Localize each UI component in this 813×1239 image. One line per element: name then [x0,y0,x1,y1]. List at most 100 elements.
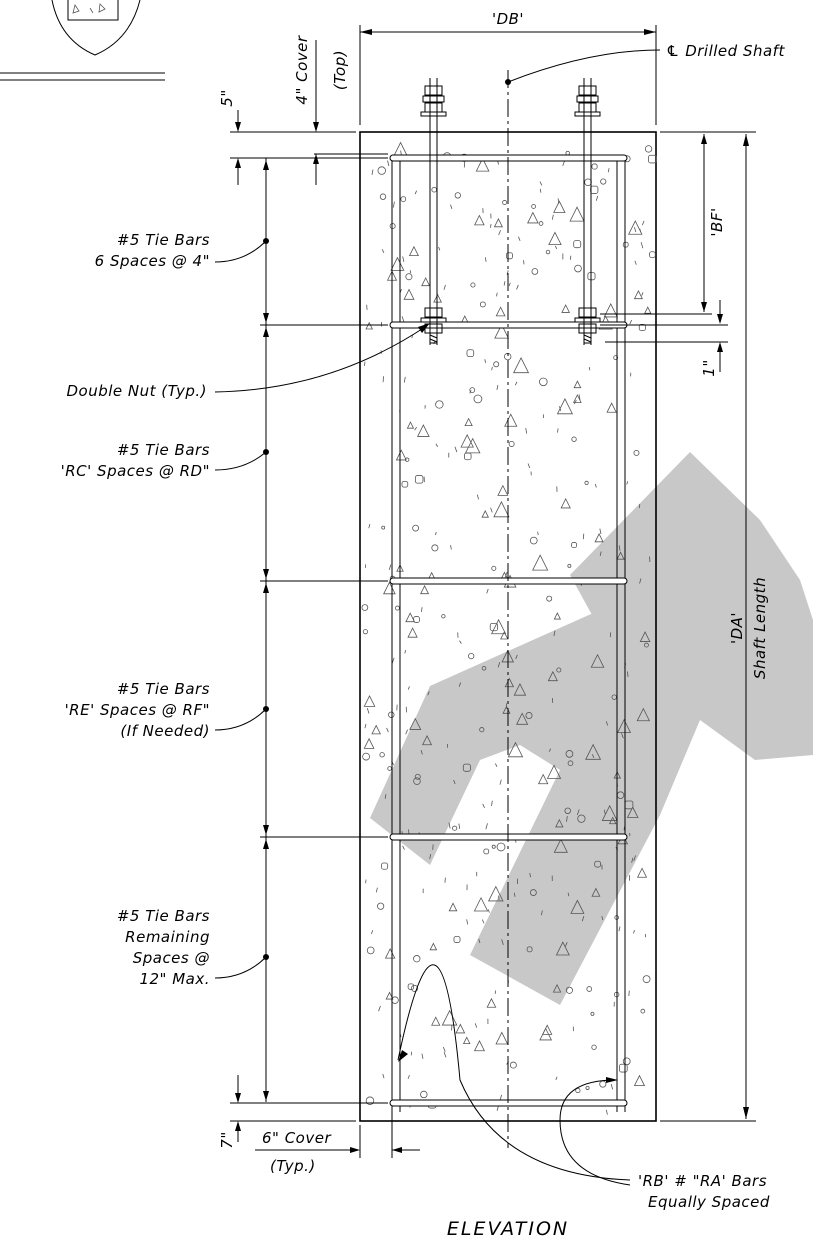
aggregate-mark [435,443,439,447]
aggregate-mark [496,1105,499,1111]
aggregate-mark [586,986,593,992]
aggregate-mark [601,804,618,821]
aggregate-mark [605,721,608,726]
aggregate-mark [438,246,441,251]
aggregate-mark [427,691,430,696]
aggregate-mark [388,711,395,718]
aggregate-mark [607,168,610,173]
aggregate-mark [582,533,585,540]
aggregate-mark [573,240,582,249]
aggregate-mark [542,1024,553,1035]
aggregate-mark [633,290,643,300]
aggregate-mark [392,201,395,208]
aggregate-mark [633,449,640,456]
aggregate-mark [561,304,571,313]
tie4-line3: Spaces @ [133,949,210,967]
aggregate-mark [379,193,387,200]
aggregate-mark [594,483,597,488]
aggregate-mark [546,764,562,779]
dimension-bf: 'BF' 1" [600,131,728,377]
aggregate-mark [387,766,392,771]
aggregate-mark [539,188,542,193]
aggregate-mark [619,1063,628,1073]
aggregate-mark [405,612,416,623]
aggregate-mark [605,1109,608,1115]
aggregate-mark [387,160,390,167]
aggregate-mark [513,356,530,374]
aggregate-mark [393,141,408,156]
dimension-db-label: 'DB' [492,10,524,28]
aggregate-mark [479,301,486,308]
tie-callout-2: #5 Tie Bars 'RC' Spaces @ RD" [61,441,269,480]
aggregate-mark [591,754,595,758]
aggregate-mark [476,494,479,500]
aggregate-mark [547,670,558,682]
aggregate-mark [509,1061,517,1069]
aggregate-mark [395,605,400,611]
aggregate-mark [618,545,621,551]
aggregate-mark [556,398,574,415]
aggregate-mark [527,463,531,469]
aggregate-mark [483,848,490,855]
aggregate-mark [408,245,419,257]
aggregate-mark [493,500,510,518]
aggregate-mark [403,288,415,300]
aggregate-mark [481,665,487,671]
aggregate-mark [390,256,405,271]
aggregate-mark [594,860,601,868]
aggregate-mark [562,160,565,166]
aggregate-mark [404,457,410,462]
drawing-title: ELEVATION [447,1218,569,1239]
aggregate-mark [644,306,652,314]
aggregate-mark [571,436,577,442]
cover-side-line1: 6" Cover [262,1129,331,1147]
aggregate-mark [590,185,599,194]
aggregate-mark [506,270,509,275]
aggregate-mark [554,245,558,250]
aggregate-mark [385,991,394,1000]
double-nut-label: Double Nut (Typ.) [66,382,207,400]
aggregate-mark [508,282,511,287]
aggregate-mark [484,359,486,363]
tie4-line2: Remaining [125,928,210,946]
aggregate-mark [567,760,574,767]
watermark [370,452,813,1005]
top-5-label: 5" [218,89,236,106]
aggregate-mark [491,565,497,571]
aggregate-mark [364,361,366,366]
aggregate-mark [466,349,475,357]
aggregate-mark [490,507,493,513]
aggregate-mark [529,536,538,545]
aggregate-mark [626,806,639,818]
dimension-bf-label: 'BF' [708,207,726,236]
aggregate-mark [553,612,561,620]
aggregate-mark [448,902,458,912]
aggregate-mark [496,842,506,852]
aggregate-mark [389,223,396,230]
aggregate-mark [576,809,580,815]
aggregate-mark [381,249,385,254]
aggregate-mark [363,695,376,707]
aggregate-mark [567,563,572,568]
aggregate-mark [606,402,617,413]
aggregate-mark [497,484,509,496]
aggregate-mark [386,727,389,733]
aggregate-mark [459,640,462,644]
aggregate-mark [485,823,488,830]
aggregate-mark [634,227,637,233]
aggregate-mark [464,417,473,427]
aggregate-mark [565,150,570,156]
aggregate-mark [644,145,653,153]
aggregate-mark [574,264,582,273]
aggregate-mark [529,872,532,878]
aggregate-mark [641,292,644,296]
aggregate-mark [515,654,518,660]
aggregate-mark [443,1052,447,1058]
aggregate-mark [462,1036,471,1044]
aggregate-mark [435,400,444,409]
aggregate-mark [366,946,375,955]
cover-top-line2: (Top) [331,50,349,90]
aggregate-mark [516,284,519,290]
aggregate-mark [546,595,553,602]
aggregate-mark [410,984,419,992]
